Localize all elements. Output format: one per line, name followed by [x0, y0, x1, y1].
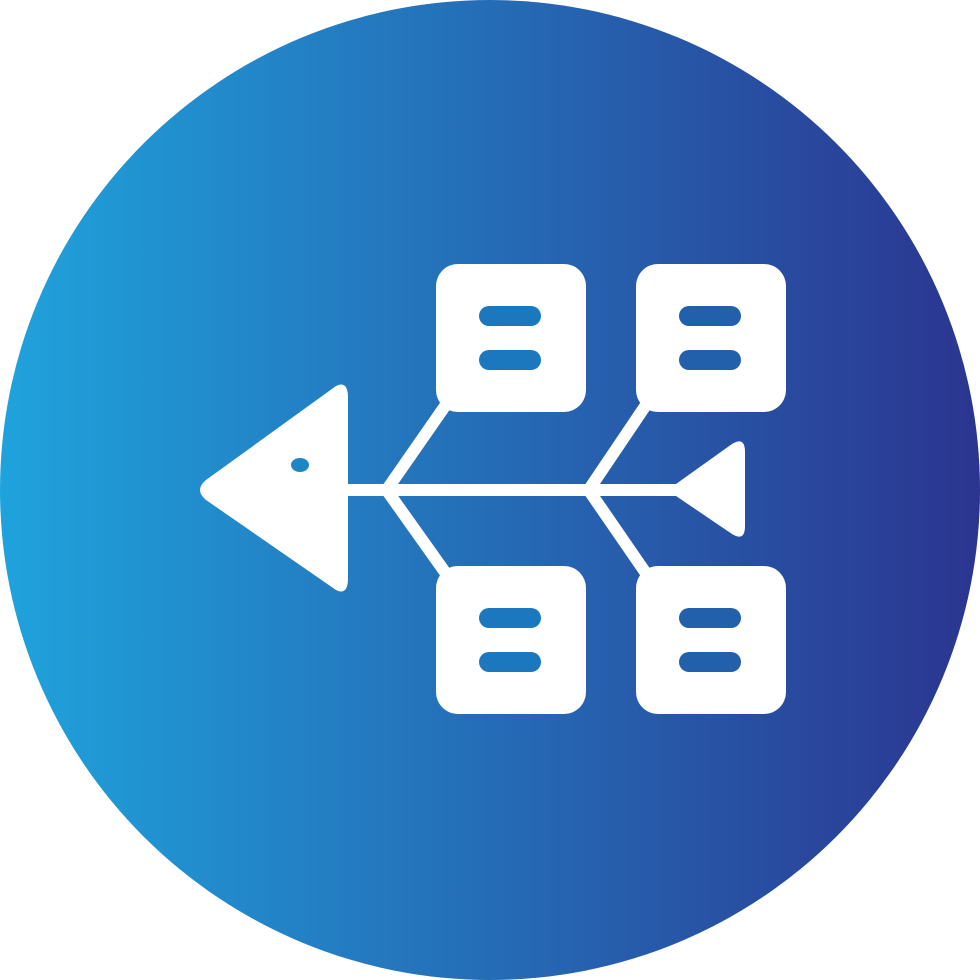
fish-tail-icon: [672, 441, 745, 537]
bone-lower-left: [382, 486, 458, 588]
category-box-bottom-left: [436, 566, 586, 714]
category-box-top-right: [636, 264, 786, 412]
category-box-top-left: [436, 264, 586, 412]
category-box-bottom-right: [636, 566, 786, 714]
bone-upper-left: [382, 390, 458, 494]
bone-upper-right: [584, 390, 658, 494]
bone-lower-right: [584, 486, 658, 588]
fish-eye-icon: [291, 458, 309, 472]
fish-head-icon: [200, 384, 348, 592]
